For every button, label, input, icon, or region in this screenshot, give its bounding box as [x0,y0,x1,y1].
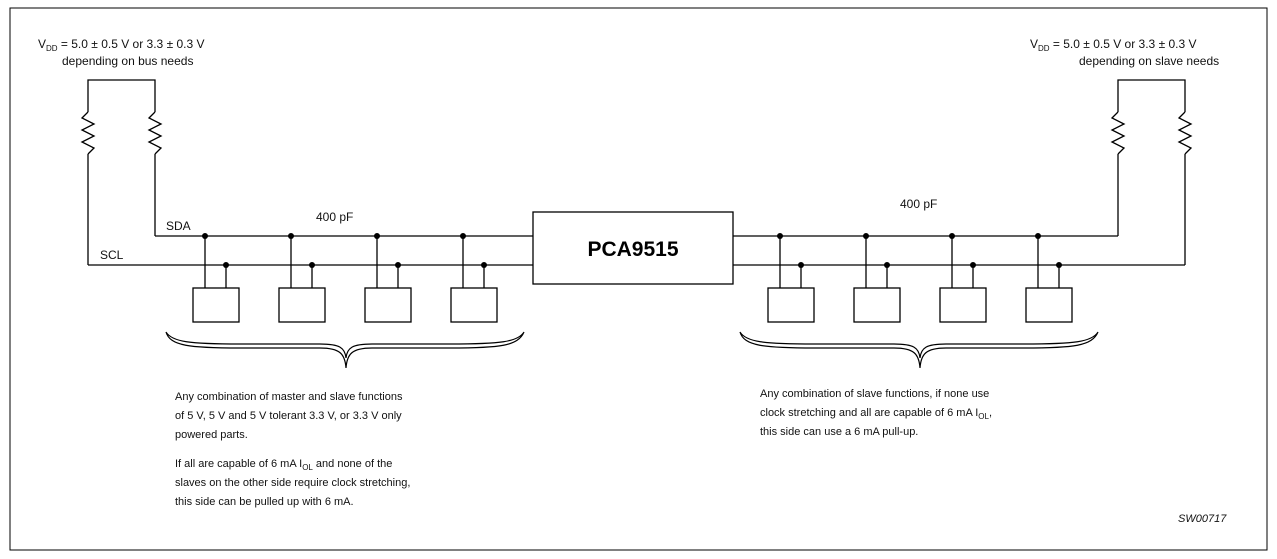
svg-text:Any combination of slave funct: Any combination of slave functions, if n… [760,388,989,400]
sda-label: SDA [166,219,191,233]
svg-text:this side can be pulled up wit: this side can be pulled up with 6 mA. [175,496,354,508]
left-capacitance-label: 400 pF [316,210,353,224]
left-vdd-label: VDD = 5.0 ± 0.5 V or 3.3 ± 0.3 V [38,37,205,53]
svg-text:powered parts.: powered parts. [175,429,248,441]
right-device-3 [939,287,987,323]
left-device-3 [364,287,412,323]
right-capacitance-label: 400 pF [900,197,937,211]
left-device-2 [278,287,326,323]
chip-label: PCA9515 [587,238,678,261]
left-resistor-scl [80,111,96,155]
right-devices [767,233,1073,323]
left-device-4 [450,287,498,323]
right-supply-rail [1117,79,1186,112]
svg-text:of 5 V, 5 V and 5 V tolerant 3: of 5 V, 5 V and 5 V tolerant 3.3 V, or 3… [175,410,402,422]
left-devices [192,233,498,323]
right-brace [739,331,1099,369]
left-device-1 [192,287,240,323]
svg-text:clock stretching and all are c: clock stretching and all are capable of … [760,407,992,421]
left-supply-rail [87,79,156,112]
right-resistor-scl [1177,111,1193,155]
right-pullup-network [1110,79,1193,265]
svg-text:If all are capable of 6 mA IOL: If all are capable of 6 mA IOL and none … [175,458,392,472]
figure-frame [9,7,1268,551]
right-device-2 [853,287,901,323]
svg-text:this side can use a 6 mA pull-: this side can use a 6 mA pull-up. [760,426,918,438]
figure-reference: SW00717 [1178,513,1227,525]
right-notes: Any combination of slave functions, if n… [760,388,992,438]
right-vdd-label: VDD = 5.0 ± 0.5 V or 3.3 ± 0.3 V [1030,37,1197,53]
pca9515-chip [532,211,734,285]
svg-text:Any combination of master and: Any combination of master and slave func… [175,391,403,403]
left-resistor-sda [147,111,163,155]
left-supply-note: depending on bus needs [62,54,193,68]
left-brace [165,331,525,369]
right-resistor-sda [1110,111,1126,155]
right-device-1 [767,287,815,323]
scl-label: SCL [100,248,124,262]
right-device-4 [1025,287,1073,323]
left-notes: Any combination of master and slave func… [175,391,410,508]
left-pullup-network [80,79,163,265]
svg-text:slaves on the other side requi: slaves on the other side require clock s… [175,477,410,489]
right-supply-note: depending on slave needs [1079,54,1219,68]
